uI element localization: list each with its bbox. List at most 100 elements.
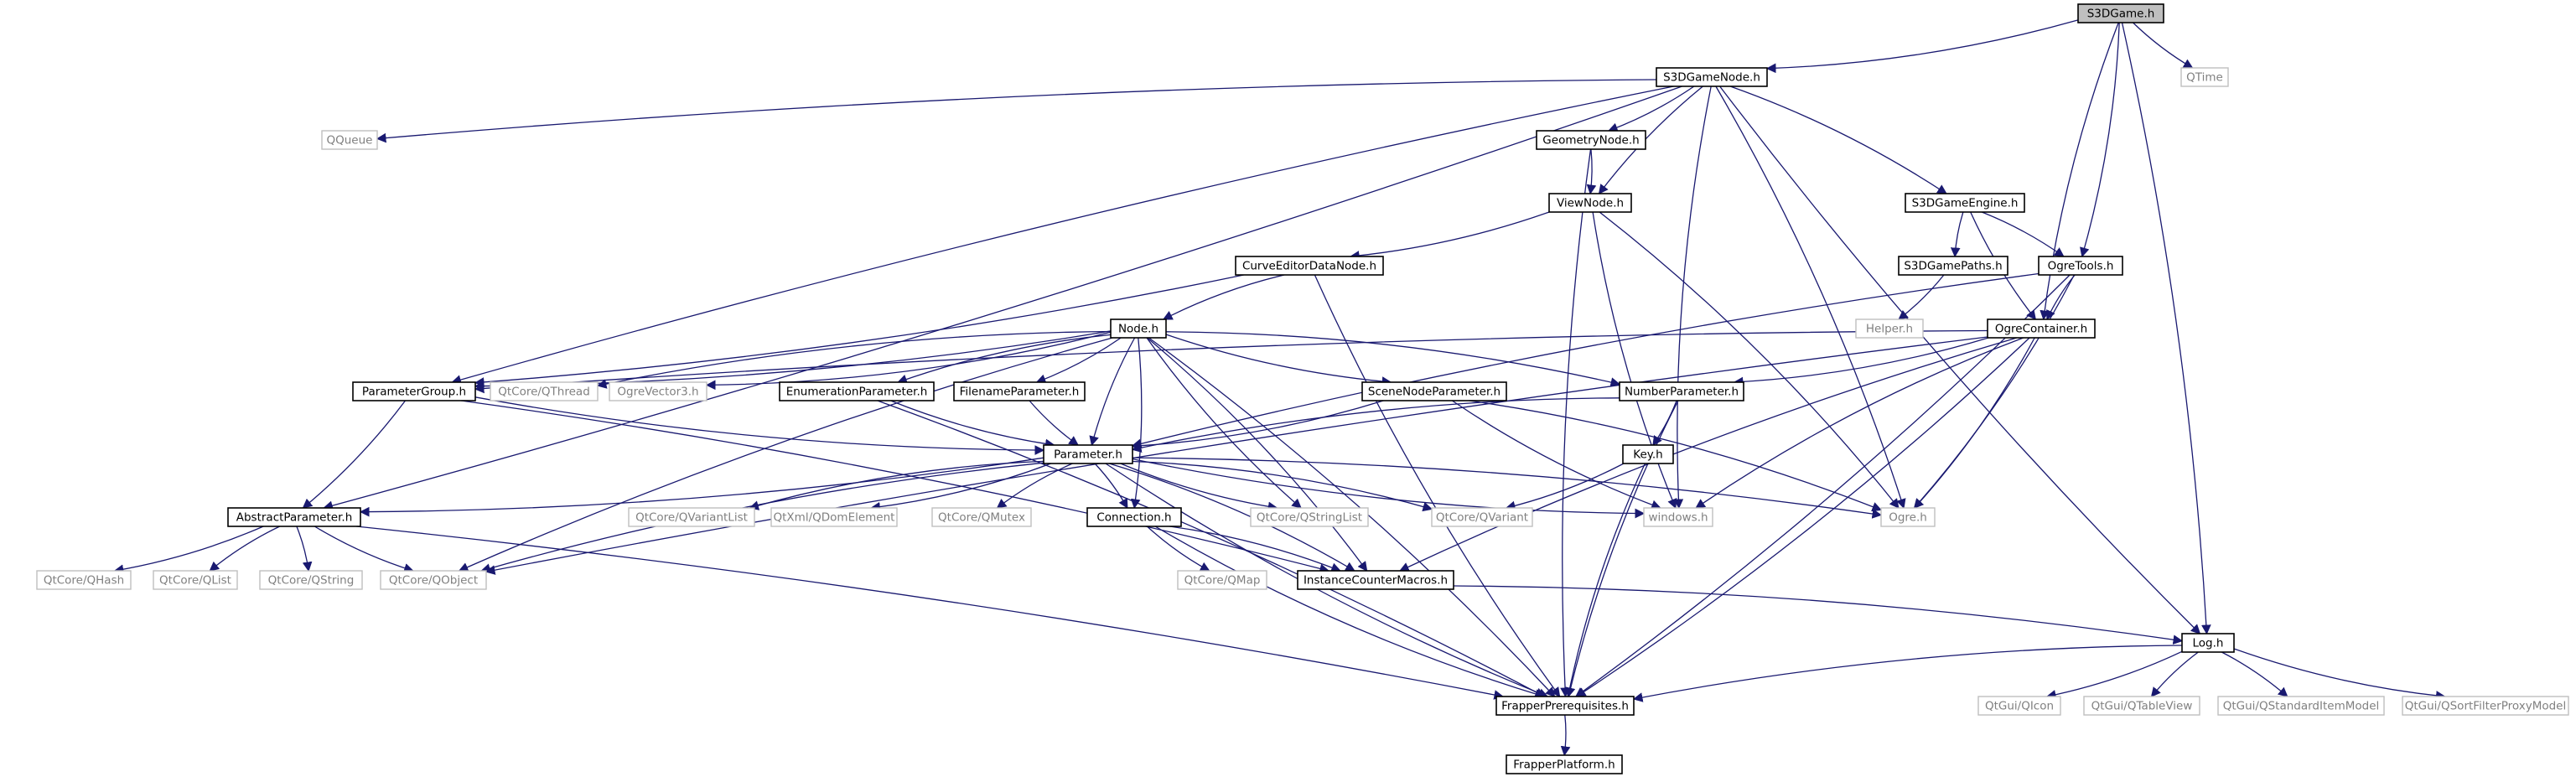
edge-curveeditor-to-node bbox=[1162, 274, 1285, 320]
node-box bbox=[1619, 381, 1744, 401]
edge-viewnode-to-curveeditor bbox=[1349, 211, 1550, 261]
node-instancecounter[interactable]: InstanceCounterMacros.h bbox=[1297, 570, 1454, 590]
node-box bbox=[36, 570, 132, 590]
edge-parameter-to-qdomelement bbox=[870, 463, 1051, 512]
node-box bbox=[1977, 696, 2061, 716]
edge-node-to-scenenodeparam bbox=[1165, 334, 1392, 386]
node-box bbox=[153, 570, 238, 590]
node-box bbox=[1086, 507, 1182, 527]
node-box bbox=[1235, 256, 1384, 276]
edge-numberparam-to-frapperprereq bbox=[1565, 400, 1679, 698]
node-connection[interactable]: Connection.h bbox=[1086, 507, 1182, 527]
node-geometrynode[interactable]: GeometryNode.h bbox=[1536, 130, 1646, 150]
node-s3dgameengine[interactable]: S3DGameEngine.h bbox=[1905, 193, 2025, 213]
node-viewnode[interactable]: ViewNode.h bbox=[1548, 193, 1632, 213]
edge-ogretools-to-ogre bbox=[1913, 274, 2075, 509]
node-ogrecontainer[interactable]: OgreContainer.h bbox=[1987, 318, 2096, 339]
node-s3dgamenode[interactable]: S3DGameNode.h bbox=[1656, 67, 1768, 87]
edge-node-to-filenameparam bbox=[1035, 337, 1122, 384]
edge-ogrecontainer-to-parametergroup bbox=[474, 329, 1988, 394]
edge-curveeditor-to-parametergroup bbox=[474, 274, 1244, 387]
edge-abstractparam-to-qlist bbox=[209, 526, 280, 572]
edge-node-to-parametergroup bbox=[474, 330, 1112, 391]
edge-parameter-to-qvariant bbox=[1132, 460, 1433, 512]
edge-node-to-qobject bbox=[458, 337, 1113, 572]
node-numberparam[interactable]: NumberParameter.h bbox=[1619, 381, 1744, 401]
node-scenenodeparam[interactable]: SceneNodeParameter.h bbox=[1361, 381, 1507, 401]
edge-log-to-qtableview bbox=[2150, 651, 2199, 697]
edge-ogrecontainer-to-instancecounter bbox=[1399, 337, 2018, 572]
edge-geometrynode-to-frapperprereq bbox=[1560, 148, 1592, 698]
node-qstditem: QtGui/QStandardItemModel bbox=[2217, 696, 2385, 716]
node-label: OgreVector3.h bbox=[617, 386, 698, 399]
edge-node-to-numberparam bbox=[1165, 331, 1621, 387]
edge-parameter-to-qmutex bbox=[996, 463, 1073, 509]
edge-s3dgamenode-to-viewnode bbox=[1598, 85, 1703, 194]
edge-scenenodeparam-to-ogre bbox=[1469, 400, 1883, 512]
node-label: AbstractParameter.h bbox=[236, 511, 353, 525]
node-qvariantlist: QtCore/QVariantList bbox=[628, 507, 755, 527]
node-node[interactable]: Node.h bbox=[1110, 318, 1167, 339]
edge-key-to-qvariant bbox=[1505, 463, 1625, 511]
edge-parameter-to-connection bbox=[1094, 463, 1128, 510]
node-box bbox=[2181, 633, 2235, 653]
node-parameter[interactable]: Parameter.h bbox=[1043, 444, 1133, 464]
node-box bbox=[1506, 754, 1623, 774]
edge-parameter-to-qvariantlist bbox=[749, 460, 1044, 510]
node-abstractparam[interactable]: AbstractParameter.h bbox=[227, 507, 361, 527]
node-parametergroup[interactable]: ParameterGroup.h bbox=[352, 381, 476, 401]
edge-log-to-qstditem bbox=[2221, 651, 2288, 697]
node-label: FrapperPlatform.h bbox=[1513, 759, 1615, 772]
node-label: QtCore/QString bbox=[268, 574, 355, 588]
node-ogrevector3: OgreVector3.h bbox=[609, 381, 707, 401]
node-box bbox=[1495, 696, 1635, 716]
node-label: InstanceCounterMacros.h bbox=[1304, 574, 1448, 588]
node-qicon: QtGui/QIcon bbox=[1977, 696, 2061, 716]
edge-parameter-to-ogre bbox=[1132, 457, 1883, 519]
node-label: S3DGameEngine.h bbox=[1912, 197, 2019, 210]
edge-ogrecontainer-to-windows bbox=[1695, 337, 2024, 509]
node-enumparam[interactable]: EnumerationParameter.h bbox=[779, 381, 935, 401]
node-label: NumberParameter.h bbox=[1625, 386, 1739, 399]
node-frapperplatform[interactable]: FrapperPlatform.h bbox=[1506, 754, 1623, 774]
node-label: QtCore/QVariant bbox=[1436, 511, 1528, 525]
node-qthread: QtCore/QThread bbox=[490, 381, 599, 401]
node-key[interactable]: Key.h bbox=[1622, 444, 1674, 464]
node-label: QtCore/QMutex bbox=[938, 511, 1025, 525]
edge-key-to-frapperprereq bbox=[1564, 463, 1646, 698]
edge-viewnode-to-windows bbox=[1592, 211, 1677, 510]
node-label: QtCore/QList bbox=[159, 574, 231, 588]
edge-s3dgame-to-log bbox=[2121, 22, 2211, 635]
node-qvariant: QtCore/QVariant bbox=[1431, 507, 1533, 527]
node-label: Node.h bbox=[1118, 323, 1158, 336]
node-label: QtCore/QStringList bbox=[1257, 511, 1362, 525]
edge-node-to-instancecounter bbox=[1146, 337, 1368, 572]
node-filenameparam[interactable]: FilenameParameter.h bbox=[953, 381, 1086, 401]
node-box bbox=[1110, 318, 1167, 339]
node-s3dgame[interactable]: S3DGame.h bbox=[2077, 3, 2164, 23]
node-box bbox=[931, 507, 1032, 527]
node-frapperprereq[interactable]: FrapperPrerequisites.h bbox=[1495, 696, 1635, 716]
edge-parameter-to-instancecounter bbox=[1109, 463, 1355, 572]
node-label: QtCore/QVariantList bbox=[635, 511, 748, 525]
node-label: S3DGamePaths.h bbox=[1904, 260, 2002, 273]
node-box bbox=[628, 507, 755, 527]
node-curveeditor[interactable]: CurveEditorDataNode.h bbox=[1235, 256, 1384, 276]
node-label: QtGui/QSortFilterProxyModel bbox=[2405, 700, 2566, 713]
edge-scenenodeparam-to-windows bbox=[1451, 400, 1661, 510]
edge-s3dgamenode-to-ogre bbox=[1715, 85, 1906, 510]
edge-enumparam-to-parameter bbox=[890, 400, 1055, 449]
edge-parameter-to-windows bbox=[1132, 458, 1646, 519]
node-box bbox=[2038, 256, 2123, 276]
edge-s3dgamenode-to-geometrynode bbox=[1608, 85, 1695, 132]
node-box bbox=[2083, 696, 2200, 716]
node-s3dgamepaths[interactable]: S3DGamePaths.h bbox=[1898, 256, 2008, 276]
node-qtime: QTime bbox=[2180, 67, 2229, 87]
node-box bbox=[1361, 381, 1507, 401]
node-qstring: QtCore/QString bbox=[259, 570, 363, 590]
node-ogretools[interactable]: OgreTools.h bbox=[2038, 256, 2123, 276]
node-log[interactable]: Log.h bbox=[2181, 633, 2235, 653]
node-box bbox=[1855, 318, 1924, 339]
edge-parameter-to-abstractparam bbox=[359, 457, 1044, 517]
